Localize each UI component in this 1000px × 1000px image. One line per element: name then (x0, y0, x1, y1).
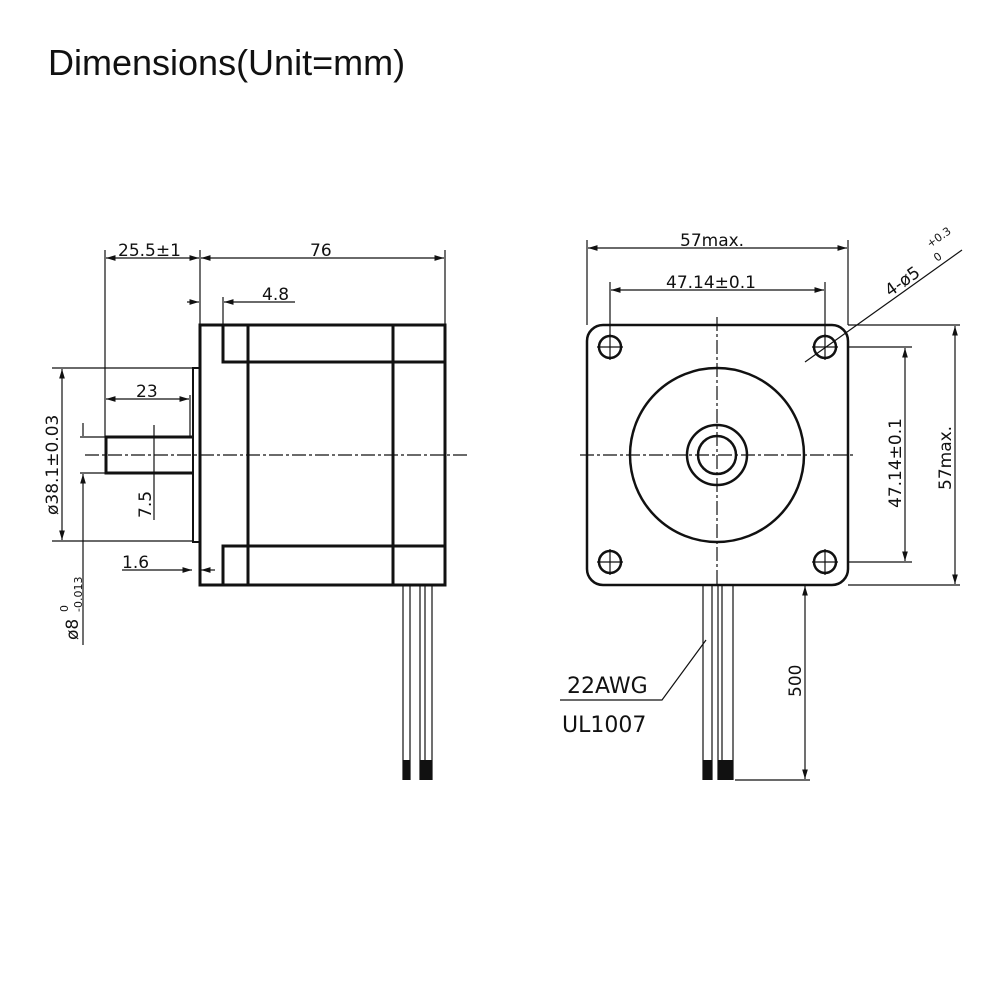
dim-pilot-height: 1.6 (122, 553, 149, 573)
wire-type-label: UL1007 (562, 713, 646, 738)
dim-hole-tol-upper: +0.3 (924, 224, 953, 250)
page-title: Dimensions(Unit=mm) (48, 42, 406, 83)
dim-pilot-diameter: ø38.1±0.03 (43, 415, 63, 515)
dim-hole-spacing-h: 47.14±0.1 (666, 273, 756, 293)
dim-lead-length: 500 (786, 665, 806, 697)
dim-shaft-flat-length: 23 (136, 382, 158, 402)
dim-height: 57max. (936, 426, 956, 490)
side-view: 25.5±1 76 4.8 23 ø38.1±0.03 7.5 1.6 ø8 0… (43, 241, 468, 780)
dim-hole-tol-lower: 0 (931, 250, 944, 265)
dim-shaft-flat-depth: 7.5 (136, 491, 156, 518)
dim-shaft-tol-upper: 0 (58, 605, 71, 612)
dim-shaft-diameter: ø8 (63, 619, 83, 640)
dim-flange-thickness: 4.8 (262, 285, 289, 305)
dim-hole-spec: 4-ø5 (881, 263, 924, 301)
dim-shaft-tol-lower: -0.013 (72, 577, 85, 612)
dim-shaft-extension: 25.5±1 (118, 241, 181, 261)
dim-body-length: 76 (310, 241, 332, 261)
front-view: 57max. 47.14±0.1 4-ø5 +0.3 0 47.14±0.1 5… (560, 224, 963, 781)
dim-hole-spacing-v: 47.14±0.1 (886, 418, 906, 508)
wire-gauge-label: 22AWG (567, 674, 648, 699)
dim-width: 57max. (680, 231, 744, 251)
